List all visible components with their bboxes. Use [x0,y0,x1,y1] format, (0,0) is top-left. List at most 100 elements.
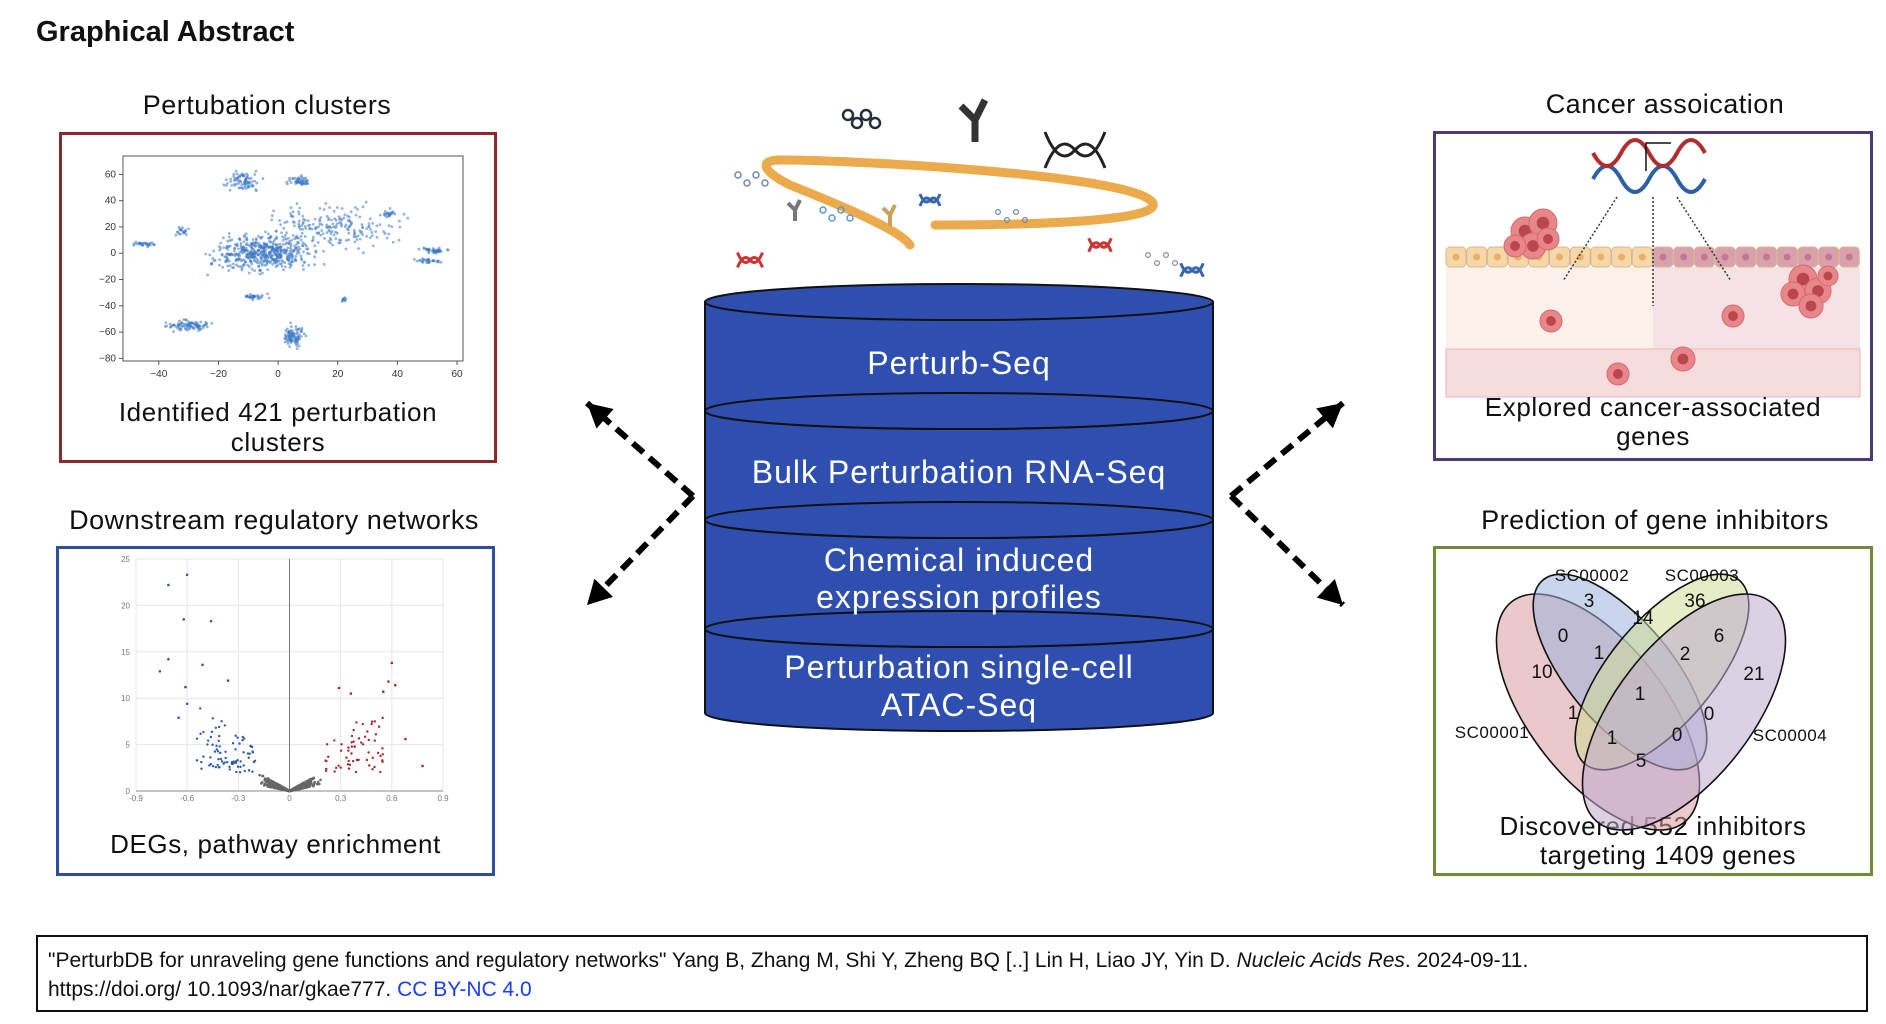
x-tick-label: 0.3 [335,794,347,803]
data-point [228,244,232,248]
data-point [199,320,203,324]
data-point [225,245,229,249]
data-point [322,262,326,266]
db-layer-perturb-seq: Perturb-Seq [867,345,1051,381]
db-layer-atac-line1: Perturbation single-cell [784,649,1134,685]
data-point [318,219,322,223]
dna-helix-icon [1591,164,1707,194]
data-point [288,345,292,349]
data-point [289,263,293,266]
data-point [251,180,254,183]
data-point [230,762,234,766]
data-point [370,234,374,238]
data-point [256,249,260,252]
y-tick-label: 15 [121,648,130,657]
data-point [309,777,313,781]
data-point [360,223,364,226]
data-point [342,216,346,220]
data-point [255,181,259,185]
data-point [373,765,376,769]
data-point [350,752,353,755]
molecule-icon [868,116,882,130]
data-point [261,177,265,181]
data-point [230,184,234,187]
data-point [281,238,285,242]
data-point [288,266,292,269]
cell-nucleus [1700,253,1708,261]
data-point [252,295,255,299]
data-point [349,223,353,227]
data-point [354,235,358,239]
data-point [299,254,303,258]
data-point [397,238,401,242]
data-point [291,329,294,333]
data-point [152,243,156,247]
data-point [241,264,245,268]
data-point [177,716,180,719]
data-point [259,255,263,259]
data-point [427,260,430,264]
data-point [391,210,394,214]
data-point [293,246,297,250]
data-point [315,782,319,786]
x-tick-label: -0.6 [180,794,194,803]
data-point [261,774,264,778]
data-point [337,221,341,225]
cell-nucleus [1742,253,1750,261]
data-point [325,231,329,235]
molecule-icon [819,206,827,214]
data-point [301,179,305,183]
data-point [270,253,274,257]
data-point [242,240,246,244]
data-point [289,242,293,246]
data-point [206,273,210,277]
data-point [245,248,249,252]
data-point [208,764,211,767]
data-point [290,250,293,254]
panel-title-inhibitors: Prediction of gene inhibitors [1481,505,1829,535]
data-point [327,755,330,759]
data-point [251,751,255,754]
data-point [293,258,297,262]
data-point [341,298,344,302]
data-point [357,758,360,762]
data-point [224,756,227,760]
data-point [319,233,323,237]
license-link[interactable]: CC BY-NC 4.0 [397,978,532,1001]
data-point [295,347,299,350]
data-point [221,265,225,269]
panel-title-cancer: Cancer assoication [1545,89,1785,119]
data-point [428,248,431,252]
x-tick-label: -0.3 [231,794,245,803]
cell-nucleus [1493,253,1501,261]
x-tick-label: 40 [392,369,404,380]
data-point [244,243,248,247]
data-point [335,206,339,209]
data-point [185,702,189,706]
data-point [308,223,312,227]
molecule-icon [850,116,864,130]
molecule-icon [1144,252,1151,259]
data-point [343,296,347,300]
data-point [360,741,363,744]
data-point [388,207,392,210]
data-point [340,218,344,222]
data-point [347,749,350,752]
citation-box: "PerturbDB for unraveling gene functions… [36,935,1868,1012]
data-point [282,251,286,255]
data-point [382,230,385,233]
data-point [211,764,215,768]
data-point [301,244,305,248]
data-point [355,238,359,242]
cancer-cell-nucleus [1527,240,1539,252]
data-point [167,583,170,587]
data-point [288,336,292,340]
data-point [373,739,376,742]
data-point [195,759,199,762]
data-point [347,231,351,235]
data-point [185,573,189,577]
data-point [206,739,210,742]
data-point [245,238,249,242]
data-point [370,720,374,723]
